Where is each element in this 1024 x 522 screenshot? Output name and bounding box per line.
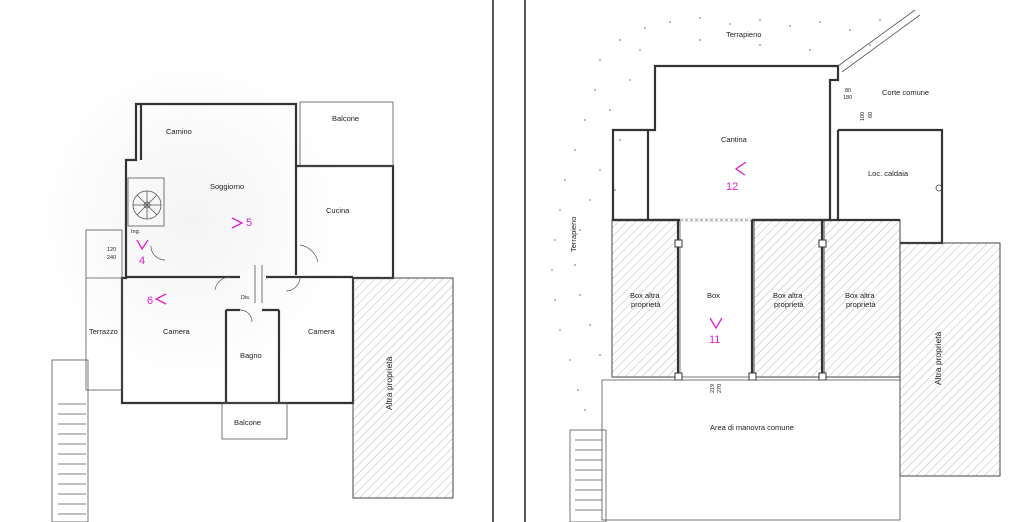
- left-floor-plan: Camino Soggiorno Balcone Cucina Ing. Dis…: [30, 50, 454, 522]
- room-label-camera-right: Camera: [308, 327, 336, 336]
- view-marker-12: 12: [726, 181, 738, 193]
- room-label-loc-caldaia: Loc. caldaia: [868, 169, 909, 178]
- room-label-soggiorno: Soggiorno: [210, 182, 244, 191]
- label-corte-comune: Corte comune: [882, 88, 929, 97]
- room-label-altra-proprieta-right: Altra proprietà: [933, 331, 943, 385]
- view-marker-5-arrow: [231, 217, 244, 229]
- view-marker-12-arrow: [734, 161, 747, 176]
- right-floor-plan: Terrapieno Terrapieno Corte comune Canti…: [551, 9, 1001, 522]
- view-marker-11: 11: [709, 334, 720, 346]
- dimension-label-270: 270: [717, 384, 723, 393]
- room-label-box-altra-3-line2: proprietà: [846, 300, 876, 309]
- room-label-box: Box: [707, 291, 720, 300]
- altra-proprieta-area-right: [899, 242, 1001, 477]
- room-label-cucina: Cucina: [326, 206, 350, 215]
- room-label-box-altra-3-line1: Box altra: [845, 291, 875, 300]
- room-label-cantina: Cantina: [721, 135, 748, 144]
- view-marker-6-arrow: [154, 293, 167, 305]
- dimension-label-80: 80: [845, 88, 851, 94]
- dimension-label-180: 180: [843, 95, 852, 101]
- dimension-label-240: 240: [107, 255, 116, 261]
- room-label-box-altra-1-line2: proprietà: [631, 300, 661, 309]
- view-marker-6: 6: [147, 295, 153, 307]
- box-altra-proprieta-2-area: [753, 219, 823, 378]
- altra-proprieta-area-left: [352, 277, 454, 499]
- external-stair-left: [51, 359, 89, 522]
- dimension-label-60: 60: [868, 112, 874, 118]
- room-label-camino: Camino: [166, 127, 192, 136]
- room-label-box-altra-1-line1: Box altra: [630, 291, 660, 300]
- room-label-box-altra-2-line1: Box altra: [773, 291, 803, 300]
- terrapieno-dots: [551, 17, 881, 411]
- view-marker-11-arrow: [709, 317, 723, 330]
- room-label-terrazzo: Terrazzo: [89, 327, 118, 336]
- room-label-dis: Dis.: [241, 295, 251, 301]
- external-stair-right: [569, 429, 607, 522]
- area-manovra-outline: [601, 379, 901, 521]
- box-altra-proprieta-3-area: [823, 219, 901, 378]
- room-label-balcone-top: Balcone: [332, 114, 359, 123]
- terrain-shading: [30, 50, 350, 390]
- dimension-label-219: 219: [710, 384, 716, 393]
- label-terrapieno-side: Terrapieno: [569, 217, 578, 252]
- label-area-manovra-comune: Area di manovra comune: [710, 423, 794, 432]
- label-terrapieno-top: Terrapieno: [726, 30, 761, 39]
- room-label-balcone-bottom: Balcone: [234, 418, 261, 427]
- dimension-label-120: 120: [107, 247, 116, 253]
- room-label-ing: Ing.: [131, 229, 141, 235]
- room-label-box-altra-2-line2: proprietà: [774, 300, 804, 309]
- room-label-altra-proprieta-left: Altra proprietà: [384, 356, 394, 410]
- view-marker-4: 4: [139, 255, 145, 267]
- view-marker-4-arrow: [136, 239, 149, 251]
- dimension-label-100: 100: [860, 112, 866, 121]
- room-label-camera-left: Camera: [163, 327, 191, 336]
- view-marker-5: 5: [246, 217, 252, 229]
- room-label-bagno: Bagno: [240, 351, 262, 360]
